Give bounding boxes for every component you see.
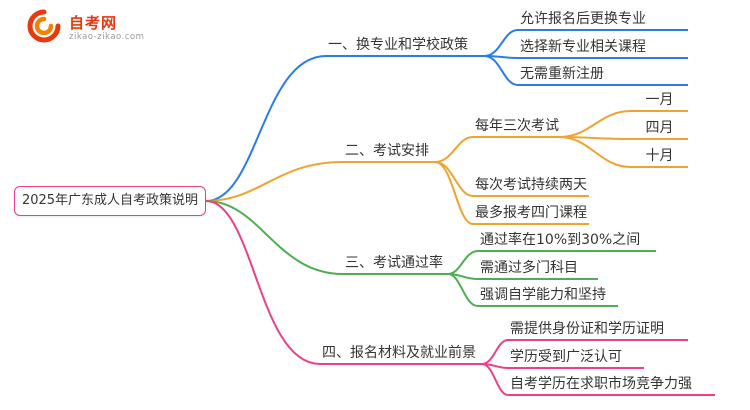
edge-root-branch-4 bbox=[205, 200, 321, 365]
edge-exams-month-oct bbox=[558, 136, 632, 168]
branch-3-child-2: 需通过多门科目 bbox=[478, 259, 598, 280]
logo-text-block: 自考网 zikao-zikao.com bbox=[69, 14, 144, 43]
edge-exams-month-jan bbox=[558, 110, 632, 138]
branch-2-child-2: 每次考试持续两天 bbox=[473, 176, 589, 197]
branch-3-child-3: 强调自学能力和坚持 bbox=[478, 286, 618, 307]
month-october: 十月 bbox=[631, 147, 688, 168]
branch-1-child-1: 允许报名后更换专业 bbox=[518, 10, 688, 31]
edge-branch-4-child-3 bbox=[481, 363, 509, 396]
branch-2-label: 二、考试安排 bbox=[343, 142, 435, 163]
branch-4-label: 四、报名材料及就业前景 bbox=[320, 344, 482, 365]
branch-3-label: 三、考试通过率 bbox=[343, 254, 448, 275]
branch-2-child-3: 最多报考四门课程 bbox=[473, 204, 589, 225]
branch-1-child-2: 选择新专业相关课程 bbox=[518, 38, 688, 59]
branch-1-child-3: 无需重新注册 bbox=[518, 65, 688, 86]
edge-branch-4-child-1 bbox=[481, 339, 509, 365]
logo-title: 自考网 bbox=[69, 13, 118, 32]
branch-4-child-1: 需提供身份证和学历证明 bbox=[508, 320, 688, 341]
edge-branch-3-child-1 bbox=[447, 250, 479, 275]
edge-root-branch-2 bbox=[205, 161, 344, 202]
month-april: 四月 bbox=[631, 119, 688, 140]
edge-branch-2-child-3 bbox=[434, 161, 474, 225]
branch-2-child-1: 每年三次考试 bbox=[473, 117, 559, 138]
edge-branch-3-child-3 bbox=[447, 273, 479, 307]
logo: 自考网 zikao-zikao.com bbox=[26, 8, 144, 48]
root-node: 2025年广东成人自考政策说明 bbox=[14, 186, 206, 216]
logo-subtitle: zikao-zikao.com bbox=[69, 31, 145, 42]
branch-3-child-1: 通过率在10%到30%之间 bbox=[478, 231, 656, 252]
edge-branch-1-child-1 bbox=[483, 29, 519, 57]
zikao-logo-icon bbox=[26, 8, 62, 48]
edge-branch-1-child-3 bbox=[483, 55, 519, 86]
branch-4-child-2: 学历受到广泛认可 bbox=[508, 348, 644, 369]
edge-root-branch-3 bbox=[205, 200, 344, 275]
edge-branch-2-child-1 bbox=[434, 136, 474, 163]
month-january: 一月 bbox=[631, 91, 688, 112]
branch-4-child-3: 自考学历在求职市场竞争力强 bbox=[508, 375, 715, 396]
edge-root-branch-1 bbox=[205, 55, 327, 202]
branch-1-label: 一、换专业和学校政策 bbox=[326, 36, 484, 57]
